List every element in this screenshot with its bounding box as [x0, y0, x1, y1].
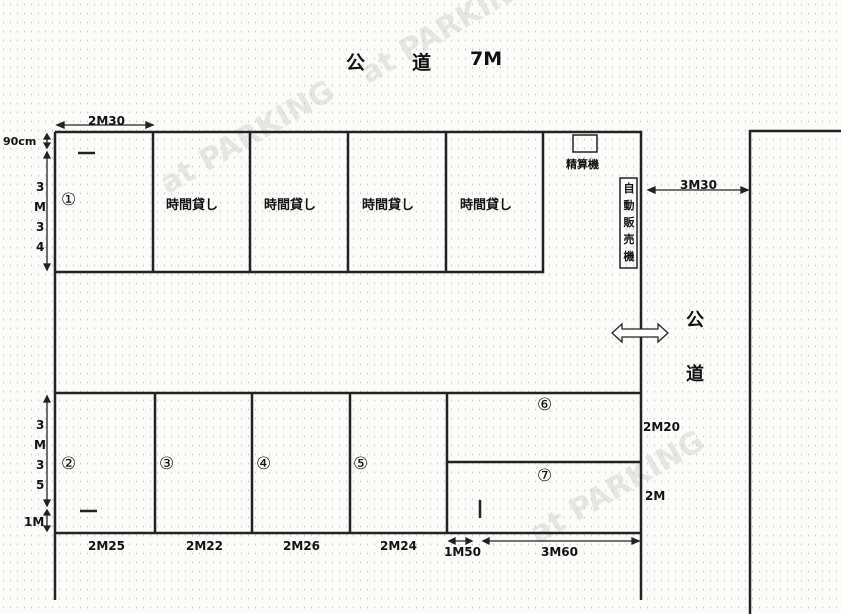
dim-bottom-width: 2M24 [380, 539, 417, 553]
spot-6: ⑥ [537, 395, 553, 415]
dim-gap: 1M50 [444, 545, 481, 559]
hourly-spot: 時間貸し [460, 198, 513, 213]
dim-top-depth: 3 [36, 180, 45, 194]
vending-char: 販 [623, 216, 635, 229]
dim-bottom-width: 2M26 [283, 539, 320, 553]
spot-2: ② [61, 454, 77, 474]
spot-3: ③ [159, 454, 175, 474]
road-width: 7M [470, 48, 503, 70]
dim-top-depth: M [34, 200, 46, 214]
vending-machine-label: 自 動 販 売 機 [621, 180, 637, 265]
spot-5: ⑤ [353, 454, 369, 474]
vending-char: 自 [623, 182, 635, 195]
dim-bottom-depth: 5 [36, 478, 45, 492]
vending-char: 売 [623, 233, 635, 246]
dim-bottom-setback: 1M [24, 515, 45, 529]
dim-top-depth: 3 [36, 220, 45, 234]
spot-4: ④ [256, 454, 272, 474]
spot-7: ⑦ [537, 466, 553, 486]
hourly-spot: 時間貸し [166, 198, 219, 213]
dim-bottom-width: 2M25 [88, 539, 125, 553]
dim-setback: 90cm [3, 135, 37, 148]
entrance-arrow-icon [611, 322, 669, 344]
side-road-label: 道 [686, 364, 704, 385]
dim-spot7: 2M [645, 489, 666, 503]
vending-char: 機 [623, 250, 635, 263]
road-label: 道 [412, 52, 432, 74]
dim-long-width: 3M60 [541, 545, 578, 559]
road-label: 公 [346, 52, 366, 74]
dim-spot6: 2M20 [643, 420, 680, 434]
dim-bottom-depth: 3 [36, 418, 45, 432]
dim-bottom-depth: 3 [36, 458, 45, 472]
vending-char: 動 [623, 199, 635, 212]
dim-top-depth: 4 [36, 240, 45, 254]
hourly-spot: 時間貸し [362, 198, 415, 213]
dim-bottom-width: 2M22 [186, 539, 223, 553]
dim-bottom-depth: M [34, 438, 46, 452]
payment-machine-label: 精算機 [566, 158, 599, 171]
side-road-label: 公 [686, 310, 704, 331]
dim-side-gap: 3M30 [680, 178, 717, 192]
dim-top-width: 2M30 [88, 114, 125, 128]
hourly-spot: 時間貸し [264, 198, 317, 213]
spot-1: ① [61, 190, 77, 210]
